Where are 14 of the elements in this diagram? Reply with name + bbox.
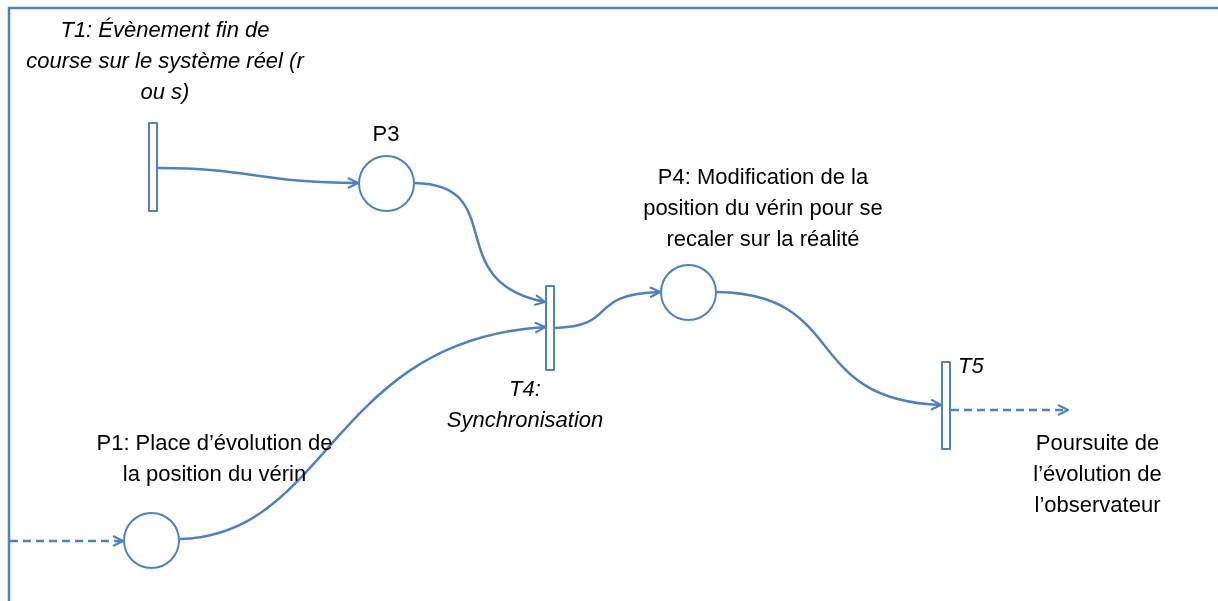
arrow [716,290,943,411]
arrow [10,534,125,548]
transition-label: T5 [958,352,985,380]
note-text: Poursuite de l’évolution de l’observateur [1032,429,1163,519]
arrow [158,166,360,189]
place-label: P3 [371,120,401,148]
arrow [951,403,1070,417]
place-label: P4: Modification de la position du vérin pour se recaler sur la réalité [642,163,884,253]
transition-label: T1: Évènement fin de course sur le système réel (r ou s) [25,16,305,106]
arrow [414,181,547,306]
arrow [179,322,547,541]
place-label: P1: Place d’évolution de la position du vérin [95,429,334,488]
arrow [554,286,662,330]
transition-label: T4: Synchronisation [445,375,605,434]
